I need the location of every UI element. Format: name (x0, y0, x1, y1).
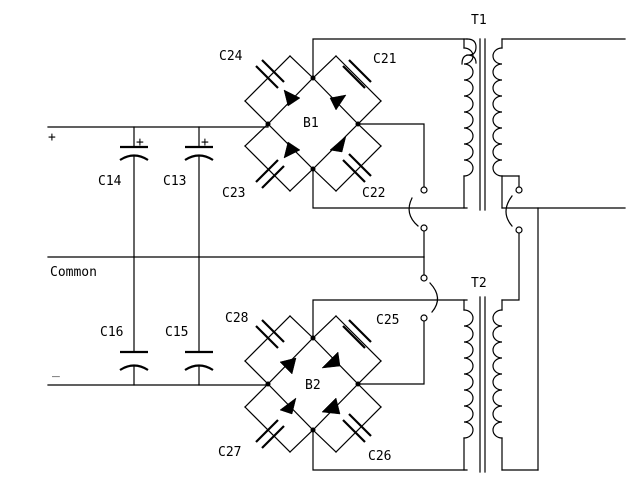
c14-label: C14 (98, 174, 122, 189)
switch-primary-lower (420, 274, 439, 322)
c24-label: C24 (219, 49, 243, 64)
c28-label: C28 (225, 311, 248, 326)
diode-b2-a (279, 357, 297, 375)
terminal-plus-label: + (48, 130, 56, 145)
t1-label: T1 (471, 13, 487, 28)
diode-b2-b (321, 351, 341, 369)
c14-polarity-mark: + (136, 135, 144, 150)
capacitor-c13 (184, 126, 214, 258)
bridge-b1 (244, 55, 382, 192)
c21-label: C21 (373, 52, 396, 67)
capacitor-c16 (119, 256, 149, 386)
b1-label: B1 (303, 116, 319, 131)
c13-label: C13 (163, 174, 186, 189)
c26-label: C26 (368, 449, 391, 464)
c23-label: C23 (222, 186, 245, 201)
c16-label: C16 (100, 325, 123, 340)
c22-label: C22 (362, 186, 385, 201)
c25-label: C25 (376, 313, 399, 328)
transformer-t2 (312, 207, 539, 473)
capacitor-c14 (119, 126, 149, 258)
diode-b2-d (321, 397, 341, 415)
switch-secondary (505, 186, 523, 234)
diode-b1-c (283, 141, 301, 159)
c13-polarity-mark: + (201, 135, 209, 150)
transformer-t1 (312, 38, 626, 211)
diode-b2-c (279, 397, 297, 415)
diode-b1-d (329, 135, 347, 153)
c15-label: C15 (165, 325, 188, 340)
diode-b1-a (283, 89, 301, 107)
terminal-minus-label: _ (52, 363, 60, 378)
bridge-b2 (244, 315, 382, 453)
dc-bus (47, 126, 425, 386)
terminal-common-label: Common (50, 265, 97, 280)
switch-primary-upper (408, 186, 428, 232)
t2-label: T2 (471, 276, 487, 291)
b2-label: B2 (305, 378, 321, 393)
diode-b1-b (329, 94, 347, 111)
c27-label: C27 (218, 445, 241, 460)
capacitor-c15 (184, 256, 214, 386)
